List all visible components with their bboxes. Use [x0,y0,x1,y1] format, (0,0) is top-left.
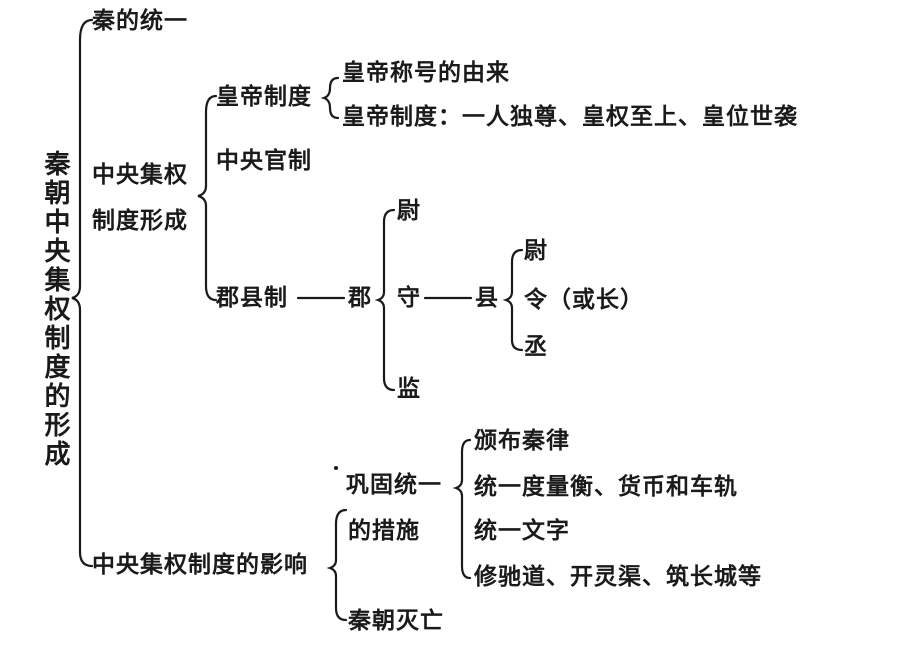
node-xian-ling: 令（或长） [524,287,644,313]
node-jun-jian: 监 [397,376,421,402]
node-jun: 郡 [348,285,372,311]
node-measure-script: 统一文字 [474,518,570,544]
measures-bracket [452,438,472,580]
emperor-brace [320,76,340,120]
node-emperor-title-origin: 皇帝称号的由来 [342,60,510,86]
node-qin-fall: 秦朝灭亡 [348,608,444,634]
jun-bracket [374,208,396,392]
node-emperor-system: 皇帝制度 [216,84,312,110]
node-county-system: 郡县制 [216,285,288,311]
node-measures-line1: 巩固统一 [346,472,442,498]
node-jun-wei: 尉 [397,198,421,224]
node-system-formation-line2: 制度形成 [92,208,188,234]
node-jun-shou: 守 [397,285,421,311]
node-central-officials: 中央官制 [216,148,312,174]
node-xian-cheng: 丞 [524,334,548,360]
xian-bracket [502,248,524,352]
root-bracket [71,18,94,568]
node-measure-standards: 统一度量衡、货币和车轨 [474,474,738,500]
node-emperor-system-features: 皇帝制度：一人独尊、皇权至上、皇位世袭 [342,104,798,130]
node-measure-construction: 修驰道、开灵渠、筑长城等 [474,564,762,590]
node-measure-law: 颁布秦律 [474,428,570,454]
influence-bracket [326,508,348,622]
node-measures-line2: 的措施 [348,518,420,544]
system-bracket [197,94,218,302]
node-influence: 中央集权制度的影响 [92,552,308,578]
node-xian: 县 [475,285,499,311]
stray-dot [334,466,338,470]
node-xian-wei: 尉 [524,238,548,264]
root-title: 秦朝中央集权制度的形成 [40,150,70,469]
node-system-formation-line1: 中央集权 [92,162,188,188]
node-qin-unification: 秦的统一 [92,8,188,34]
